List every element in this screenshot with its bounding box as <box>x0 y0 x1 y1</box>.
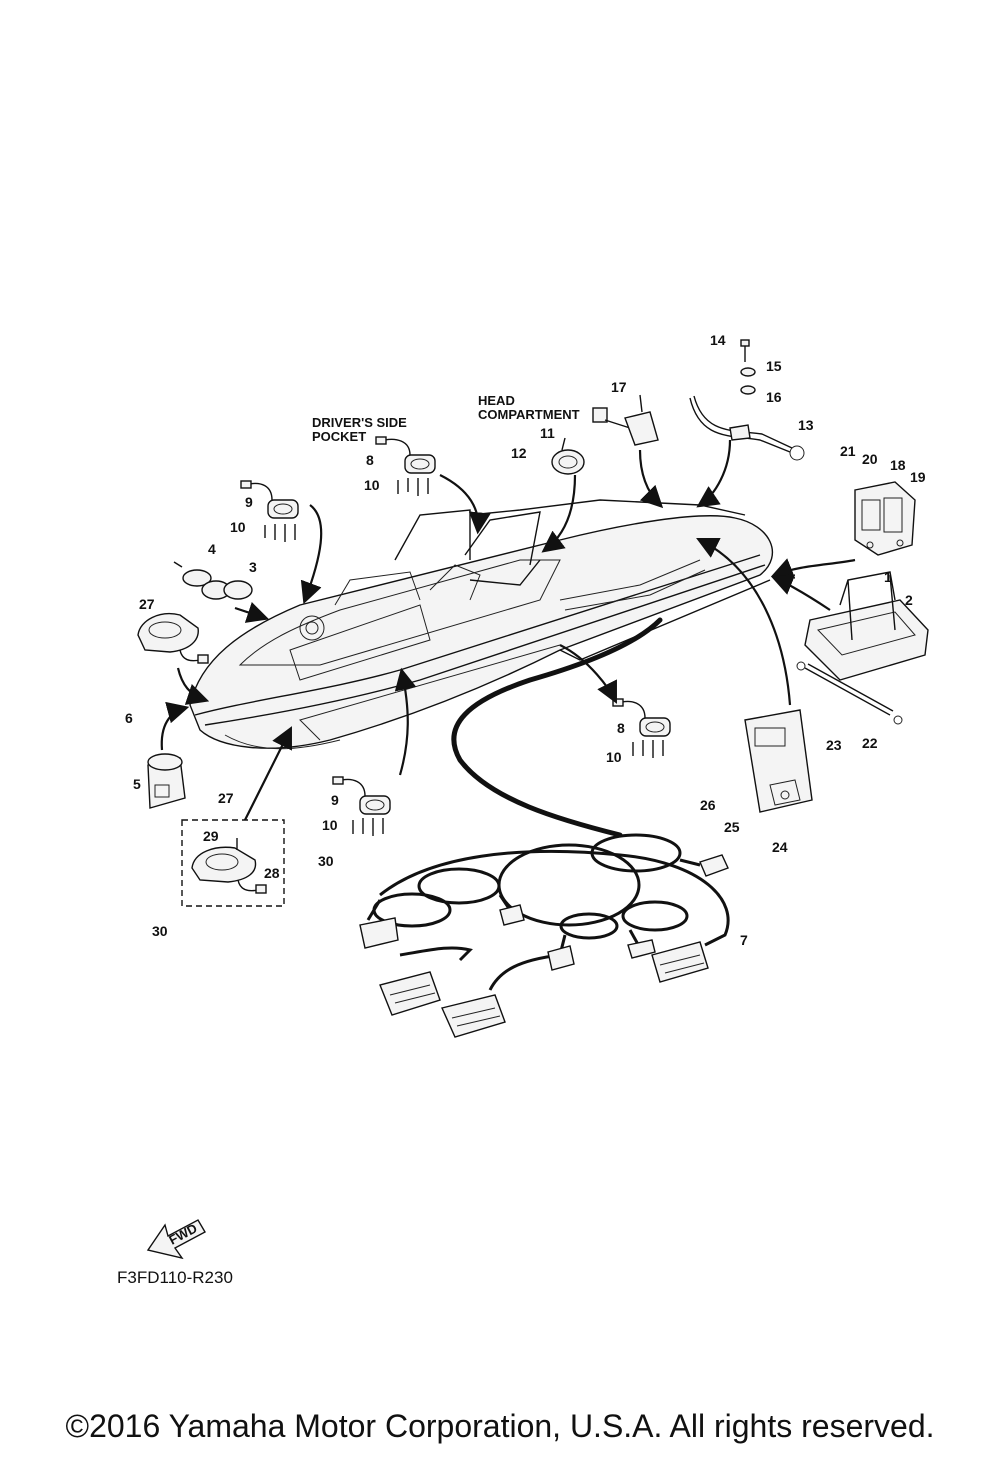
callout-24: 24 <box>772 839 788 855</box>
callout-17: 17 <box>611 379 627 395</box>
drivers-side-caption: DRIVER'S SIDE <box>312 415 407 430</box>
callout-30: 30 <box>318 853 334 869</box>
copyright-notice: ©2016 Yamaha Motor Corporation, U.S.A. A… <box>65 1408 935 1444</box>
callout-28: 28 <box>264 865 280 881</box>
callout-8: 8 <box>366 452 374 468</box>
drain-fitting <box>173 561 253 600</box>
callout-4: 4 <box>208 541 216 557</box>
callout-19: 19 <box>910 469 926 485</box>
ground-cable <box>689 395 805 461</box>
ecu-module <box>744 709 813 813</box>
callout-27: 27 <box>218 790 234 806</box>
forward-direction-arrow: FWD <box>146 1219 206 1260</box>
courtesy-light-right <box>612 698 671 737</box>
courtesy-light-lower <box>332 776 391 815</box>
callout-21: 21 <box>840 443 856 459</box>
callout-5: 5 <box>133 776 141 792</box>
head-compartment-caption-2: COMPARTMENT <box>478 407 580 422</box>
callout-12: 12 <box>511 445 527 461</box>
callout-10: 10 <box>322 817 338 833</box>
callout-10: 10 <box>364 477 380 493</box>
nav-light-upper <box>137 613 209 664</box>
leader-arrows <box>160 439 856 821</box>
callout-29: 29 <box>203 828 219 844</box>
callout-9: 9 <box>245 494 253 510</box>
callout-16: 16 <box>766 389 782 405</box>
callout-6: 6 <box>125 710 133 726</box>
courtesy-light-left <box>240 480 299 519</box>
bolt-and-washers <box>740 339 756 395</box>
callout-30: 30 <box>152 923 168 939</box>
callout-14: 14 <box>710 332 726 348</box>
head-compartment-caption: HEAD <box>478 393 515 408</box>
callout-10: 10 <box>230 519 246 535</box>
nav-light-assembly-box <box>181 819 285 907</box>
battery-box <box>804 571 929 681</box>
callout-23: 23 <box>826 737 842 753</box>
screws <box>264 478 664 836</box>
drawing-code: F3FD110-R230 <box>117 1268 233 1287</box>
drivers-side-caption-2: POCKET <box>312 429 366 444</box>
fuse-box <box>854 481 916 556</box>
callout-22: 22 <box>862 735 878 751</box>
callout-2: 2 <box>905 592 913 608</box>
callout-18: 18 <box>890 457 906 473</box>
callout-13: 13 <box>798 417 814 433</box>
callout-7: 7 <box>740 932 748 948</box>
callout-25: 25 <box>724 819 740 835</box>
bow-light <box>147 753 186 809</box>
callout-26: 26 <box>700 797 716 813</box>
main-harness-run <box>451 617 663 838</box>
callout-9: 9 <box>331 792 339 808</box>
callout-10: 10 <box>606 749 622 765</box>
callout-1: 1 <box>884 569 892 585</box>
temperature-sensor <box>592 394 659 446</box>
boat-hull <box>189 499 774 750</box>
callout-11: 11 <box>540 425 555 441</box>
callout-8: 8 <box>617 720 625 736</box>
wiring-harness <box>359 833 730 1038</box>
battery-cable <box>796 661 903 725</box>
courtesy-light-upper <box>375 436 436 474</box>
head-compartment-light <box>551 437 585 475</box>
callout-20: 20 <box>862 451 878 467</box>
callout-3: 3 <box>249 559 257 575</box>
callout-27: 27 <box>139 596 155 612</box>
callout-15: 15 <box>766 358 782 374</box>
